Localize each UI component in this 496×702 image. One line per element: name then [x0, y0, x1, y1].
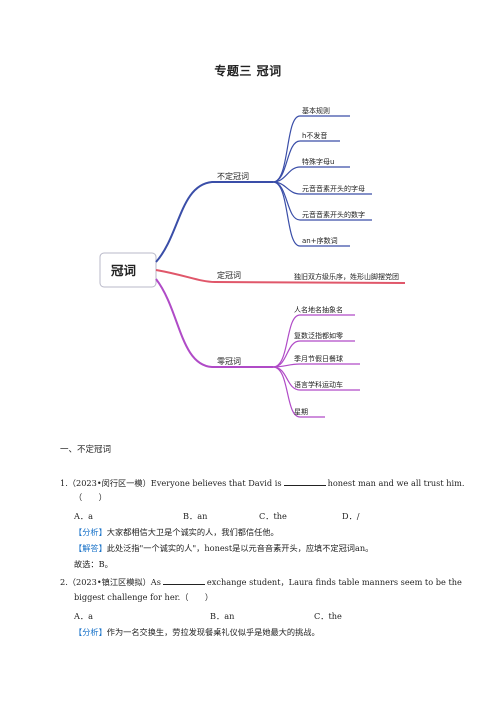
q2-blank [162, 576, 205, 585]
q1-stem: 1.（2023•闵行区一模）Everyone believes that Dav… [60, 477, 465, 489]
q1-option-c: C．the [259, 511, 287, 521]
mind-map: 冠词 不定冠词 定冠词 零冠词 基本规则 h不发音 特殊字母u 元音音素开头的字… [99, 106, 406, 418]
page-title: 专题三 冠词 [214, 64, 282, 78]
q1-blank [283, 477, 326, 486]
leaf-vowel-letters: 元音音素开头的字母 [302, 184, 365, 193]
branch-trunk-zero [155, 278, 273, 368]
q2-stem-text-end: exchange student，Laura finds table manne… [206, 577, 462, 587]
leaf-line [272, 115, 350, 183]
leaf-line [272, 166, 350, 183]
leaf-vowel-numbers: 元音音素开头的数字 [302, 210, 365, 219]
leaf-line [272, 340, 355, 368]
analysis-text: 作为一名交换生，劳拉发现餐桌礼仪似乎是她最大的挑战。 [106, 627, 320, 637]
analysis-tag: 【分析】 [74, 527, 107, 537]
leaf-basic-rules: 基本规则 [302, 106, 330, 115]
q1-answer: 【解答】此处泛指"一个诚实的人"，honest是以元音音素开头，应填不定冠词an… [74, 543, 373, 554]
q2-stem-line2: biggest challenge for her.（ ） [74, 592, 214, 602]
q1-analysis: 【分析】大家都相信大卫是个诚实的人，我们都信任他。 [74, 527, 279, 538]
leaf-languages-sports: 语言学科运动车 [294, 380, 343, 389]
branch-label-indefinite: 不定冠词 [217, 171, 249, 181]
leaf-line [272, 181, 350, 247]
leaf-line [272, 140, 340, 183]
q1-option-a: A．a [74, 511, 93, 521]
branch-trunk-indefinite [155, 181, 273, 263]
q2-stem: 2.（2023•镇江区模拟）As exchange student，Laura f… [60, 576, 462, 588]
leaf-definite-rhyme: 独旧双方级乐序，姓形山脚摆党团 [294, 272, 399, 281]
leaf-an-ordinal: an+序数词 [302, 236, 338, 245]
q1-option-b: B．an [183, 511, 208, 521]
q2-analysis: 【分析】作为一名交换生，劳拉发现餐桌礼仪似乎是她最大的挑战。 [74, 627, 320, 638]
answer-tag: 【解答】 [74, 543, 107, 553]
leaf-line [272, 314, 355, 368]
q1-choice: 故选：B。 [74, 559, 113, 569]
q2-option-a: A．a [74, 611, 93, 621]
leaf-letter-u: 特殊字母u [302, 157, 334, 166]
answer-text: 此处泛指"一个诚实的人"，honest是以元音音素开头，应填不定冠词an。 [106, 543, 374, 553]
branch-label-definite: 定冠词 [217, 270, 241, 280]
branch-trunk-definite [155, 269, 406, 284]
mindmap-root-label: 冠词 [111, 263, 136, 278]
leaf-line [272, 363, 360, 368]
leaf-plural-general: 复数泛指都如零 [294, 331, 343, 340]
branch-label-zero: 零冠词 [217, 357, 241, 366]
q2-stem-text: 2.（2023•镇江区模拟）As [60, 577, 161, 587]
q1-paren: （ ） [74, 492, 107, 502]
q1-stem-text: 1.（2023•闵行区一模）Everyone believes that Dav… [60, 478, 282, 488]
leaf-line [272, 366, 325, 418]
q1-option-d: D．/ [342, 511, 360, 521]
q1-stem-text-end: honest man and we all trust him. [327, 478, 465, 488]
leaf-names-abstract: 人名地名抽象名 [294, 305, 343, 314]
q2-option-c: C．the [314, 611, 342, 621]
leaf-weekdays: 星期 [294, 408, 308, 416]
section-heading: 一、不定冠词 [60, 445, 112, 455]
q2-option-b: B．an [210, 611, 235, 621]
leaf-seasons-meals: 季月节假日餐球 [294, 354, 343, 363]
leaf-silent-h: h不发音 [302, 131, 327, 140]
analysis-tag: 【分析】 [74, 627, 107, 637]
analysis-text: 大家都相信大卫是个诚实的人，我们都信任他。 [106, 527, 279, 537]
